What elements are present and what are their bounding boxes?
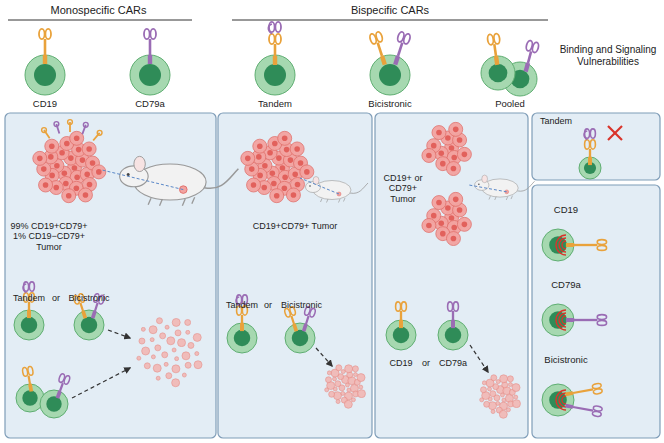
panel-text: Bicistronic — [63, 293, 115, 303]
car-receptor — [22, 366, 36, 392]
car-label: CD79a — [128, 99, 172, 110]
car-receptor — [566, 240, 607, 251]
car-receptor — [448, 302, 459, 328]
signal-arcs — [556, 310, 566, 330]
t-cell — [438, 320, 468, 350]
section-heading: Bispecific CARs — [230, 4, 550, 17]
cleared-tumor — [325, 365, 366, 409]
kill-arrow — [108, 330, 130, 338]
panel-text: CD19 — [536, 205, 596, 216]
car-receptor — [520, 40, 540, 73]
panel-text: CD79a — [433, 358, 473, 368]
leader-line — [102, 170, 183, 190]
t-cell — [14, 310, 44, 340]
panel-text: Tandem — [9, 293, 49, 303]
panel-text: Bicistronic — [536, 355, 596, 366]
fail-cross — [608, 126, 622, 140]
panel-text: Tandem — [536, 116, 576, 126]
panel-text: 99% CD19+CD79+ 1% CD19−CD79+ Tumor — [8, 221, 90, 252]
panel-ground — [218, 113, 372, 438]
t-cell — [386, 320, 416, 350]
car-receptor — [268, 22, 281, 65]
t-cell — [25, 55, 65, 95]
fail-cross — [608, 126, 622, 140]
car-label: CD19 — [25, 99, 65, 110]
car-receptor — [39, 29, 51, 64]
panel-text: Tandem — [222, 300, 262, 310]
header-rule — [8, 20, 192, 21]
signal-arcs — [556, 390, 566, 410]
tumor — [33, 120, 106, 203]
t-cell — [227, 323, 257, 353]
car-label: Tandem — [250, 99, 300, 110]
panel-text: CD19 — [383, 358, 419, 368]
tumor — [422, 192, 471, 245]
car-label: Bicistronic — [358, 99, 422, 110]
car-receptor — [284, 306, 301, 333]
panel: CD19+CD79+ TumorTandemorBicistronic — [218, 113, 372, 438]
car-receptor — [565, 401, 603, 417]
car-receptor — [565, 383, 603, 399]
panel-text: or — [261, 300, 275, 310]
panel-text: CD79a — [536, 280, 596, 291]
t-cell — [542, 304, 574, 336]
t-cell — [542, 384, 574, 416]
car-receptor — [566, 315, 607, 326]
section-heading: Binding and Signaling Vulnerabilities — [556, 44, 660, 67]
leader-line — [300, 178, 339, 194]
t-cell — [40, 390, 68, 418]
car-receptor — [53, 373, 71, 400]
car-receptor — [487, 33, 503, 66]
leader-line — [469, 185, 507, 192]
car-receptor — [584, 129, 596, 165]
signal-arcs — [556, 235, 566, 255]
car-receptor — [369, 31, 391, 66]
mouse — [475, 175, 535, 200]
car-label: Pooled — [485, 99, 535, 110]
panel-ground — [375, 113, 528, 438]
cleared-tumor — [480, 375, 521, 419]
t-cell — [370, 55, 410, 95]
panel-text: or — [419, 358, 433, 368]
panel-text: CD19+CD79+ Tumor — [222, 221, 368, 231]
panel-ground — [532, 185, 660, 438]
header-rule — [232, 20, 548, 21]
kill-arrow — [316, 348, 332, 366]
car-receptor — [299, 306, 316, 333]
car-receptor — [396, 302, 407, 328]
cleared-tumor — [137, 318, 202, 387]
t-cell — [285, 323, 315, 353]
t-cell — [16, 384, 44, 412]
t-cell — [481, 56, 515, 90]
mouse — [306, 177, 369, 203]
panel: CD19CD79aBicistronic — [532, 185, 660, 438]
panel-text: CD19+ or CD79+ Tumor — [378, 173, 428, 204]
car-receptor — [390, 31, 412, 66]
t-cell — [130, 55, 170, 95]
tumor — [241, 131, 314, 202]
tumor — [422, 122, 471, 175]
t-cell — [542, 229, 574, 261]
t-cell — [579, 157, 601, 179]
mouse — [120, 156, 239, 205]
t-cell — [255, 55, 295, 95]
kill-arrow — [72, 368, 130, 398]
section-heading: Monospecific CARs — [5, 4, 192, 17]
kill-arrow — [470, 345, 488, 372]
panel-text: or — [49, 293, 63, 303]
car-receptor — [144, 29, 156, 64]
panel-ground — [532, 113, 660, 180]
panel: CD19+ or CD79+ TumorCD19orCD79a — [375, 113, 528, 438]
t-cell — [74, 310, 104, 340]
panel: 99% CD19+CD79+ 1% CD19−CD79+ TumorTandem… — [5, 113, 216, 438]
panel: Tandem — [532, 113, 660, 180]
panel-text: Bicistronic — [274, 300, 329, 310]
panel-ground — [5, 113, 216, 438]
